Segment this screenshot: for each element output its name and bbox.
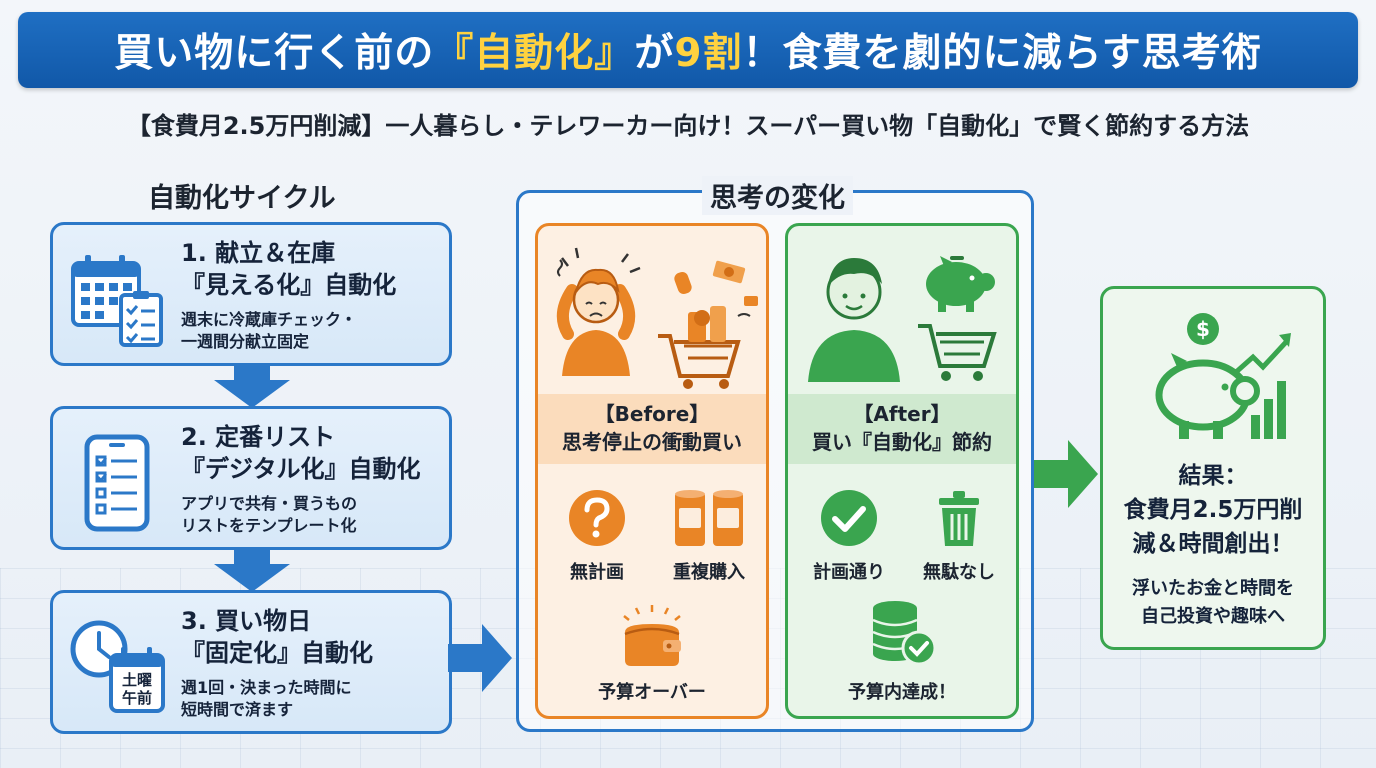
result-title-line1: 結果： [1178, 463, 1248, 489]
cans-icon [675, 490, 743, 546]
step-1-number: 1. 献立＆在庫 [181, 239, 336, 267]
after-item-no-waste: 無駄なし [904, 486, 1014, 584]
step-1-name: 『見える化』自動化 [181, 271, 397, 299]
step-2-name: 『デジタル化』自動化 [181, 455, 421, 483]
step-3-card: 土曜 午前 3. 買い物日 『固定化』自動化 週1回・決まった時間に 短時間で済… [50, 590, 452, 734]
after-label-2: 買い『自動化』節約 [812, 430, 992, 454]
after-item-as-planned: 計画通り [794, 486, 904, 584]
empty-wallet-icon [623, 605, 681, 666]
check-circle-icon [821, 490, 877, 546]
after-label-1: 【After】 [853, 402, 951, 426]
before-label-2: 思考停止の衝動買い [562, 430, 742, 454]
result-desc-line2: 自己投資や趣味へ [1141, 606, 1285, 627]
calendar-label-morning: 午前 [122, 689, 152, 707]
title-part-2: が [634, 31, 675, 76]
right-arrow-green [1034, 440, 1098, 508]
cycle-heading: 自動化サイクル [148, 183, 336, 214]
before-item-duplicate: 重複購入 [654, 486, 764, 584]
after-item-label-1: 無駄なし [923, 562, 995, 583]
step-2-number: 2. 定番リスト [181, 423, 336, 451]
after-item-within-budget: 予算内達成！ [847, 596, 957, 704]
clock-calendar-icon: 土曜 午前 [70, 620, 165, 713]
before-item-label-0: 無計画 [570, 562, 624, 583]
before-panel: 【Before】 思考停止の衝動買い 無計画 重複購入 [535, 223, 769, 719]
step-2-desc-line2: リストをテンプレート化 [181, 516, 357, 535]
question-icon [569, 490, 625, 546]
down-arrow-1 [214, 366, 290, 408]
step-3-name: 『固定化』自動化 [181, 639, 373, 667]
after-item-label-0: 計画通り [813, 562, 885, 583]
result-desc-line1: 浮いたお金と時間を [1132, 578, 1294, 599]
after-panel: 【After】 買い『自動化』節約 計画通り 無駄なし [785, 223, 1019, 719]
right-arrow-blue [448, 624, 512, 692]
result-title-line3: 減＆時間創出！ [1132, 531, 1294, 557]
step-3-desc-line2: 短時間で済ます [181, 700, 294, 719]
step-3-number: 3. 買い物日 [181, 607, 312, 635]
smartphone-list-icon [84, 434, 150, 532]
piggybank-growth-icon: $ [1155, 313, 1291, 439]
calendar-label-saturday: 土曜 [122, 671, 152, 689]
step-2-card: 2. 定番リスト 『デジタル化』自動化 アプリで共有・買うもの リストをテンプレ… [50, 406, 452, 550]
title-part-1: 買い物に行く前の [114, 31, 435, 76]
trash-can-icon [939, 491, 979, 546]
after-item-label-2: 予算内達成！ [848, 682, 956, 703]
svg-text:$: $ [1196, 317, 1210, 341]
before-label-1: 【Before】 [594, 402, 710, 426]
step-1-desc-line2: 一週間分献立固定 [181, 332, 310, 351]
calendar-checklist-icon [71, 255, 163, 347]
step-1-card: 1. 献立＆在庫 『見える化』自動化 週末に冷蔵庫チェック・ 一週間分献立固定 [50, 222, 452, 366]
before-item-over-budget: 予算オーバー [597, 604, 707, 704]
page-title: 買い物に行く前の『自動化』が9割！食費を劇的に減らす思考術 [114, 22, 1261, 78]
before-item-unplanned: 無計画 [542, 486, 652, 584]
stressed-person-cart-illustration [556, 247, 758, 389]
change-heading: 思考の変化 [702, 176, 853, 215]
calm-person-piggybank-illustration [808, 256, 997, 382]
step-3-desc-line1: 週1回・決まった時間に [181, 678, 352, 697]
subtitle: 【食費月2.5万円削減】一人暮らし・テレワーカー向け！スーパー買い物「自動化」で… [126, 112, 1250, 140]
result-title-line2: 食費月2.5万円削 [1123, 497, 1303, 523]
title-highlight-automation: 『自動化』 [434, 31, 635, 76]
step-2-desc-line1: アプリで共有・買うもの [181, 494, 358, 513]
down-arrow-2 [214, 550, 290, 592]
title-banner: 買い物に行く前の『自動化』が9割！食費を劇的に減らす思考術 [18, 12, 1358, 88]
before-item-label-2: 予算オーバー [598, 682, 706, 703]
before-item-label-1: 重複購入 [673, 562, 745, 583]
step-1-desc-line1: 週末に冷蔵庫チェック・ [181, 310, 357, 329]
coins-check-icon [872, 601, 937, 666]
title-highlight-90percent: 9割 [674, 31, 743, 76]
thought-change-frame: 【Before】 思考停止の衝動買い 無計画 重複購入 [516, 190, 1034, 732]
result-card: $ 結果： 食費月2.5万円削 減＆時間創出！ 浮いたお金と時間を 自己投資や趣… [1100, 286, 1326, 650]
title-part-3: ！食費を劇的に減らす思考術 [742, 31, 1262, 76]
